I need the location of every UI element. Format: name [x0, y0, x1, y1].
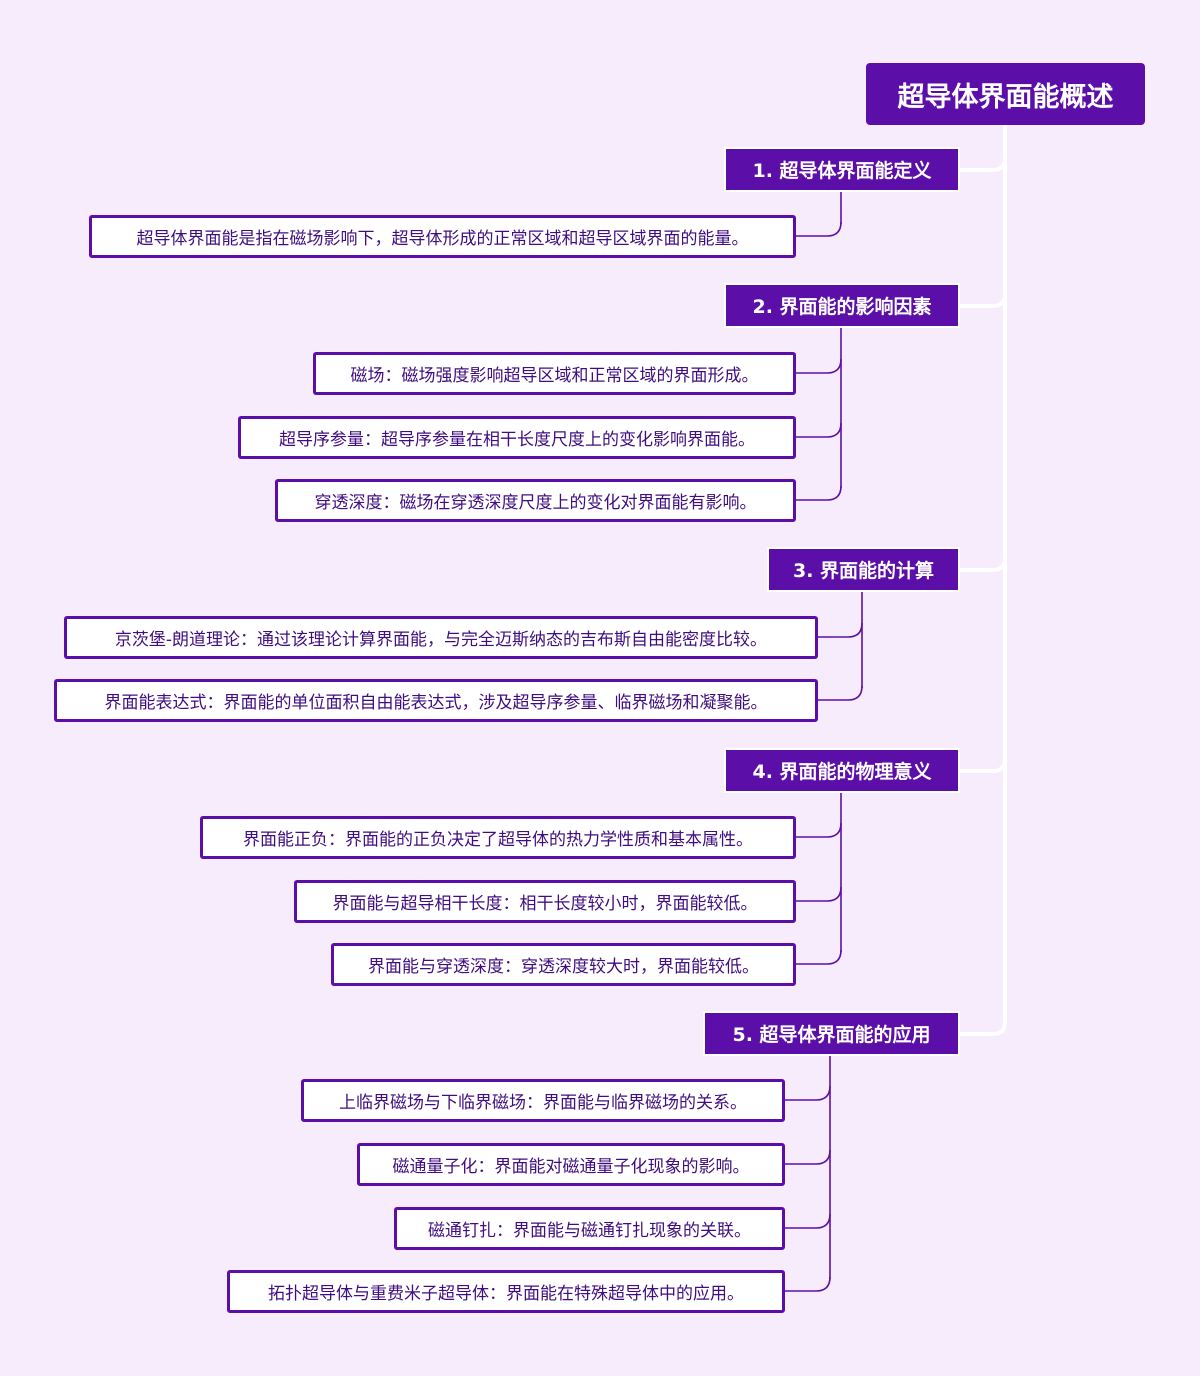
leaf-applications-4: 拓扑超导体与重费米子超导体：界面能在特殊超导体中的应用。	[227, 1270, 785, 1313]
leaf-factors-2: 超导序参量：超导序参量在相干长度尺度上的变化影响界面能。	[238, 416, 796, 459]
leaf-connector-line	[796, 221, 842, 237]
trunk-branch-line	[960, 1021, 1007, 1036]
leaf-connector-line	[785, 1149, 831, 1165]
leaf-physical-meaning-3: 界面能与穿透深度：穿透深度较大时，界面能较低。	[331, 943, 796, 986]
leaf-physical-meaning-2: 界面能与超导相干长度：相干长度较小时，界面能较低。	[294, 880, 796, 923]
leaf-connector-line	[796, 485, 842, 501]
leaf-connector-line	[785, 1213, 831, 1229]
trunk-branch-line	[960, 758, 1007, 773]
section-physical-meaning: 4. 界面能的物理意义	[724, 748, 960, 793]
section-calculation: 3. 界面能的计算	[767, 547, 960, 592]
leaf-applications-2: 磁通量子化：界面能对磁通量子化现象的影响。	[357, 1143, 785, 1186]
leaf-applications-3: 磁通钉扎：界面能与磁通钉扎现象的关联。	[394, 1207, 785, 1250]
leaf-connector-line	[818, 622, 863, 638]
leaf-calculation-1: 京茨堡-朗道理论：通过该理论计算界面能，与完全迈斯纳态的吉布斯自由能密度比较。	[64, 616, 818, 659]
section-factors: 2. 界面能的影响因素	[724, 283, 960, 328]
section-definition: 1. 超导体界面能定义	[724, 147, 960, 192]
leaf-connector-line	[796, 822, 842, 838]
leaf-connector-line	[796, 886, 842, 902]
trunk-branch-line	[960, 157, 1007, 172]
leaf-calculation-2: 界面能表达式：界面能的单位面积自由能表达式，涉及超导序参量、临界磁场和凝聚能。	[54, 679, 818, 722]
trunk-branch-line	[960, 293, 1007, 308]
leaf-physical-meaning-1: 界面能正负：界面能的正负决定了超导体的热力学性质和基本属性。	[200, 816, 796, 859]
section-applications: 5. 超导体界面能的应用	[703, 1011, 960, 1056]
leaf-factors-1: 磁场：磁场强度影响超导区域和正常区域的界面形成。	[313, 352, 796, 395]
leaf-factors-3: 穿透深度：磁场在穿透深度尺度上的变化对界面能有影响。	[275, 479, 796, 522]
leaf-connector-line	[785, 1276, 831, 1292]
leaf-connector-line	[785, 1085, 831, 1101]
leaf-applications-1: 上临界磁场与下临界磁场：界面能与临界磁场的关系。	[301, 1079, 785, 1122]
leaf-connector-line	[796, 949, 842, 965]
root-node: 超导体界面能概述	[866, 63, 1145, 125]
leaf-connector-line	[796, 422, 842, 438]
leaf-connector-line	[818, 685, 863, 701]
trunk-branch-line	[960, 557, 1007, 572]
leaf-definition-1: 超导体界面能是指在磁场影响下，超导体形成的正常区域和超导区域界面的能量。	[89, 215, 796, 258]
leaf-connector-line	[796, 358, 842, 374]
